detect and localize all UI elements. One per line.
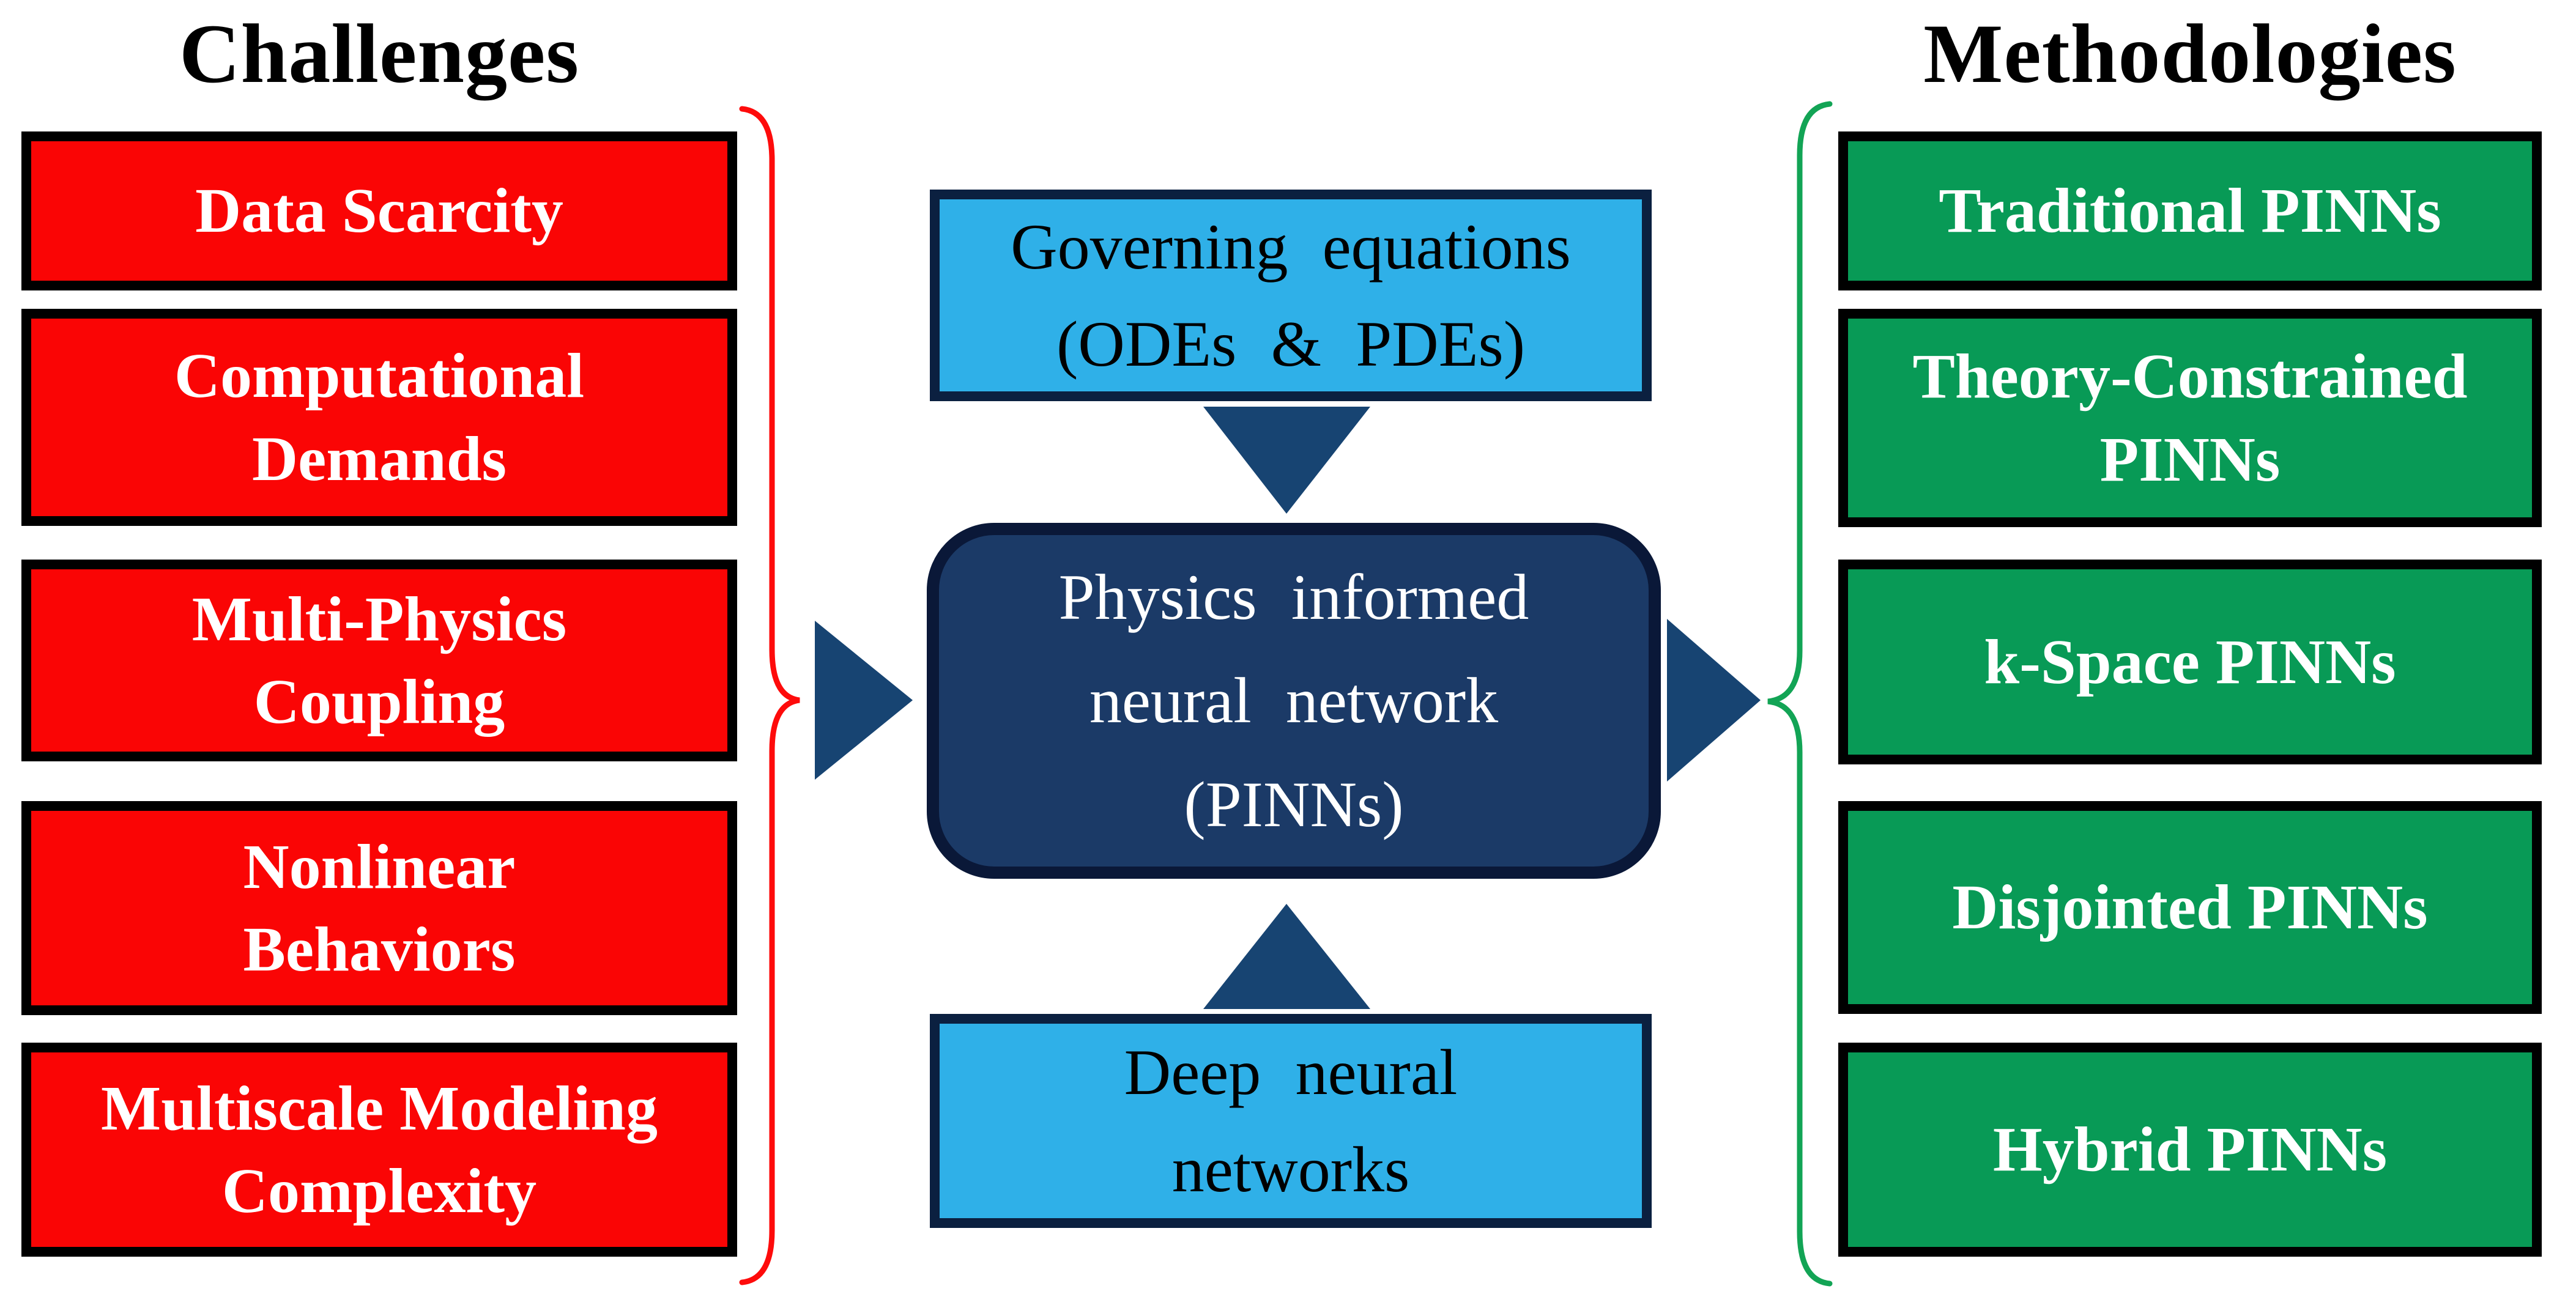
methodology-box-traditional-pinns: Traditional PINNs	[1838, 131, 2542, 290]
pinn-central-box: Physics informed neural network (PINNs)	[927, 523, 1661, 879]
methodology-box-hybrid-pinns: Hybrid PINNs	[1838, 1043, 2542, 1257]
challenge-box-data-scarcity: Data Scarcity	[21, 131, 737, 290]
governing-equations-box: Governing equations (ODEs & PDEs)	[930, 190, 1652, 401]
methodology-box-theory-constrained-pinns: Theory-Constrained PINNs	[1838, 309, 2542, 527]
methodologies-title: Methodologies	[1923, 7, 2457, 100]
deep-neural-networks-box: Deep neural networks	[930, 1014, 1652, 1228]
challenge-box-multi-physics-coupling: Multi-Physics Coupling	[21, 560, 737, 761]
governing-to-pinn-arrow-icon	[1203, 407, 1370, 514]
challenges-to-pinn-arrow-icon	[815, 621, 913, 780]
methodology-box-k-space-pinns: k-Space PINNs	[1838, 560, 2542, 764]
challenges-brace	[739, 106, 800, 1285]
challenges-title: Challenges	[179, 7, 580, 100]
methodology-box-disjointed-pinns: Disjointed PINNs	[1838, 801, 2542, 1014]
challenge-box-multiscale-modeling-complexity: Multiscale Modeling Complexity	[21, 1043, 737, 1257]
challenge-box-computational-demands: Computational Demands	[21, 309, 737, 526]
pinn-to-methodologies-arrow-icon	[1667, 619, 1761, 782]
dnn-to-pinn-arrow-icon	[1203, 904, 1370, 1009]
challenge-box-nonlinear-behaviors: Nonlinear Behaviors	[21, 801, 737, 1015]
methodologies-brace	[1767, 101, 1833, 1287]
